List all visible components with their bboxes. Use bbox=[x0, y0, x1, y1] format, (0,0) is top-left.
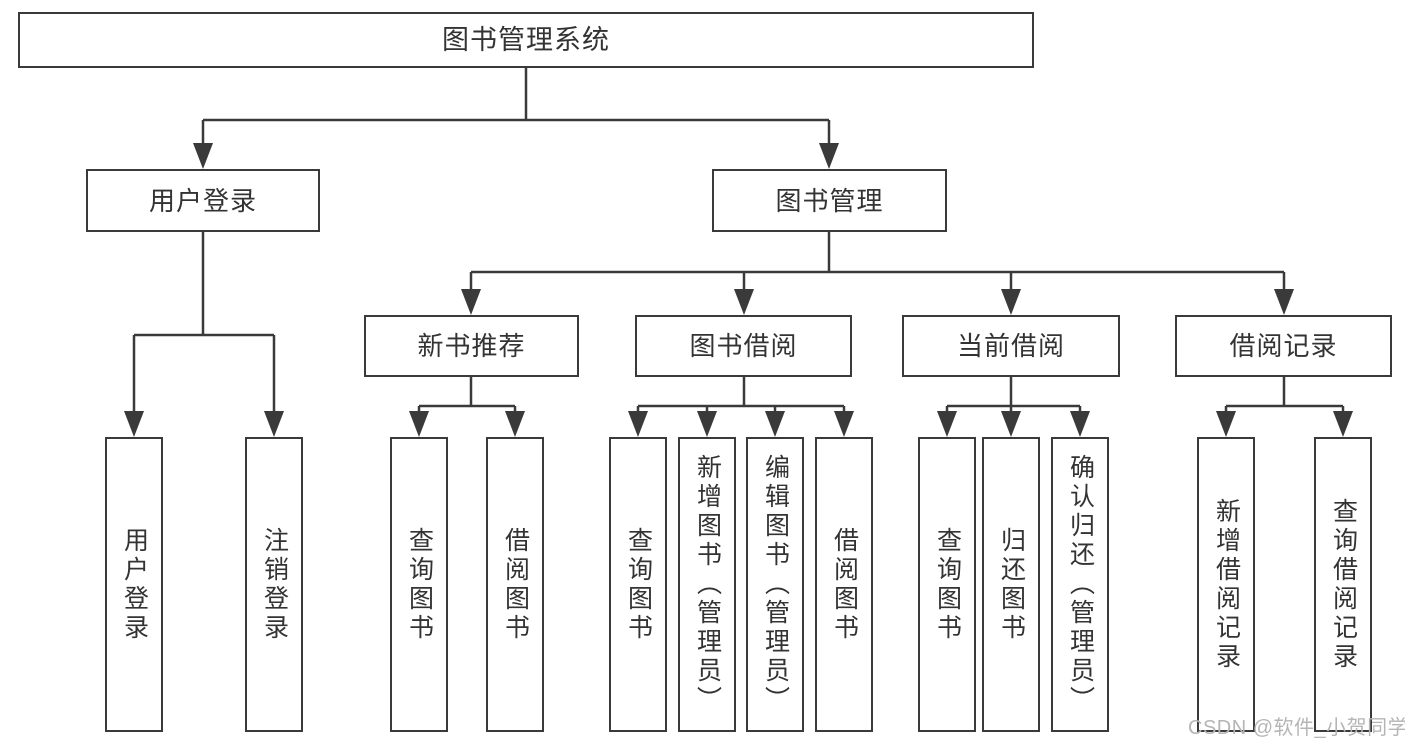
node-current-borrow: 当前借阅 bbox=[902, 315, 1120, 377]
node-confirm-return-admin: 确认归还（管理员） bbox=[1051, 437, 1109, 732]
csdn-watermark: CSDN @软件_小贺同学 bbox=[1188, 717, 1405, 739]
node-query-books-recommend: 查询图书 bbox=[390, 437, 448, 732]
arrow-down-icon bbox=[505, 411, 525, 437]
node-borrow-books: 借阅图书 bbox=[815, 437, 873, 732]
node-user-login: 用户登录 bbox=[105, 437, 163, 732]
node-borrow-records: 借阅记录 bbox=[1175, 315, 1392, 377]
arrow-down-icon bbox=[264, 411, 284, 437]
arrow-down-icon bbox=[819, 143, 839, 169]
node-new-book-recommend: 新书推荐 bbox=[364, 315, 579, 377]
arrow-down-icon bbox=[124, 411, 144, 437]
arrow-down-icon bbox=[628, 411, 648, 437]
arrow-down-icon bbox=[697, 411, 717, 437]
connector-root bbox=[201, 68, 831, 151]
node-book-borrow: 图书借阅 bbox=[635, 315, 852, 377]
connector-book-management bbox=[469, 232, 1286, 297]
arrow-down-icon bbox=[834, 411, 854, 437]
node-query-books-current: 查询图书 bbox=[918, 437, 976, 732]
node-add-book-admin: 新增图书（管理员） bbox=[678, 437, 736, 732]
node-borrow-books-recommend: 借阅图书 bbox=[486, 437, 544, 732]
connector-borrow-records bbox=[1224, 377, 1345, 419]
arrow-down-icon bbox=[937, 411, 957, 437]
node-add-borrow-record: 新增借阅记录 bbox=[1197, 437, 1255, 732]
node-logout: 注销登录 bbox=[245, 437, 303, 732]
arrow-down-icon bbox=[409, 411, 429, 437]
node-return-book: 归还图书 bbox=[982, 437, 1040, 732]
connector-user-login bbox=[132, 232, 276, 419]
arrow-down-icon bbox=[1070, 411, 1090, 437]
node-book-management-group: 图书管理 bbox=[712, 169, 947, 232]
connector-current-borrow bbox=[945, 377, 1082, 419]
arrow-down-icon bbox=[734, 289, 754, 315]
arrow-down-icon bbox=[1001, 289, 1021, 315]
arrow-down-icon bbox=[193, 143, 213, 169]
node-query-books-borrow: 查询图书 bbox=[609, 437, 667, 732]
arrow-down-icon bbox=[1216, 411, 1236, 437]
connector-new-book-recommend bbox=[417, 377, 517, 419]
node-user-login-group: 用户登录 bbox=[86, 169, 320, 232]
arrow-down-icon bbox=[1333, 411, 1353, 437]
arrow-down-icon bbox=[1001, 411, 1021, 437]
arrow-down-icon bbox=[765, 411, 785, 437]
arrow-down-icon bbox=[1274, 289, 1294, 315]
node-edit-book-admin: 编辑图书（管理员） bbox=[746, 437, 804, 732]
connector-book-borrow bbox=[636, 377, 846, 419]
node-query-borrow-record: 查询借阅记录 bbox=[1314, 437, 1372, 732]
node-root-system: 图书管理系统 bbox=[18, 12, 1034, 68]
arrow-down-icon bbox=[461, 289, 481, 315]
